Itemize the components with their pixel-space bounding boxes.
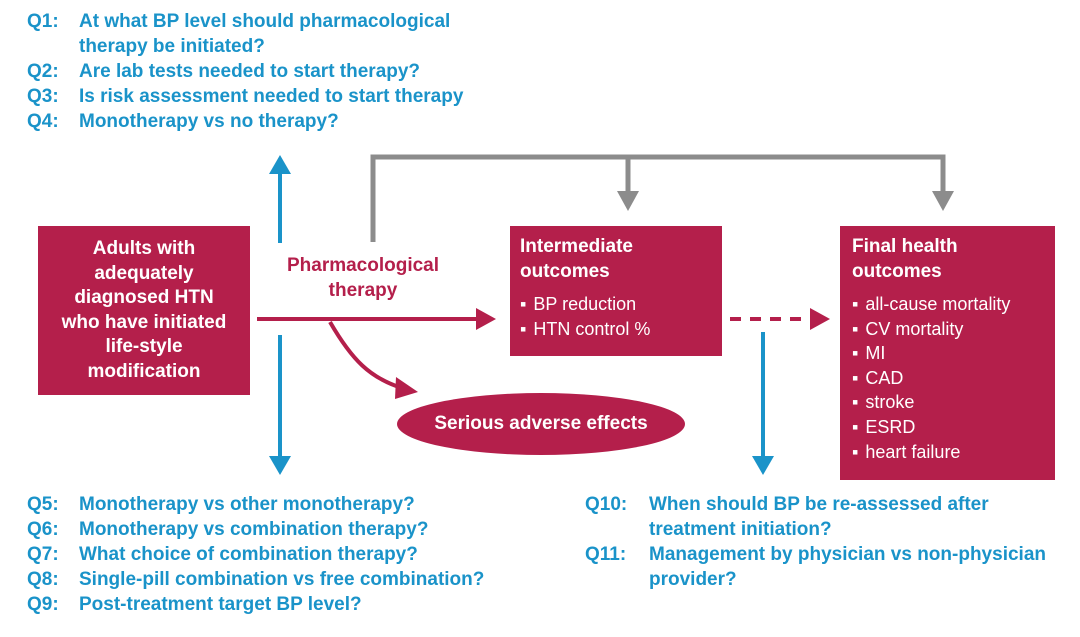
questions-bottom-left: Q5: Monotherapy vs other monotherapy? Q6… — [27, 492, 547, 617]
question-q11: Q11: Management by physician vs non-phys… — [585, 542, 1065, 592]
box-title-line: Intermediate — [520, 236, 633, 257]
question-number: Q5: — [27, 494, 59, 515]
gray-arrowhead-intermediate — [617, 191, 639, 211]
adverse-effects-arrow — [328, 320, 418, 399]
question-number: Q4: — [27, 111, 59, 132]
population-line: diagnosed HTN — [74, 287, 214, 308]
population-line: who have initiated — [61, 311, 227, 333]
list-item: all-cause mortality — [852, 292, 1045, 317]
questions-top: Q1: At what BP level should pharmacologi… — [27, 9, 497, 134]
question-q5: Q5: Monotherapy vs other monotherapy? — [27, 492, 547, 517]
question-text: What choice of combination therapy? — [79, 544, 418, 565]
blue-arrow-up-left — [269, 155, 291, 243]
question-number: Q9: — [27, 594, 59, 615]
adverse-effects-ellipse: Serious adverse effects — [397, 393, 685, 455]
adverse-effects-label: Serious adverse effects — [434, 413, 648, 434]
list-item: stroke — [852, 390, 1045, 415]
question-q3: Q3: Is risk assessment needed to start t… — [27, 84, 497, 109]
population-line: life-style — [105, 336, 183, 357]
question-q6: Q6: Monotherapy vs combination therapy? — [27, 517, 547, 542]
question-text: Post-treatment target BP level? — [79, 594, 362, 615]
question-text: Management by physician vs non-physician… — [649, 544, 1046, 590]
therapy-label-line: therapy — [328, 280, 398, 301]
question-q10: Q10: When should BP be re-assessed after… — [585, 492, 1065, 542]
question-text: Monotherapy vs no therapy? — [79, 111, 339, 132]
gray-feedback-connector — [370, 154, 946, 242]
question-q9: Q9: Post-treatment target BP level? — [27, 592, 547, 617]
question-number: Q1: — [27, 11, 59, 32]
question-number: Q6: — [27, 519, 59, 540]
intermediate-outcomes-box: Intermediate outcomes BP reduction HTN c… — [510, 226, 722, 356]
question-text: At what BP level should pharmacological … — [79, 11, 451, 57]
population-line: adequately — [94, 262, 194, 284]
list-item: CAD — [852, 366, 1045, 391]
list-item: CV mortality — [852, 317, 1045, 342]
question-q8: Q8: Single-pill combination vs free comb… — [27, 567, 547, 592]
list-item: heart failure — [852, 440, 1045, 465]
list-item: MI — [852, 341, 1045, 366]
list-item: ESRD — [852, 415, 1045, 440]
therapy-label: Pharmacological therapy — [278, 253, 448, 303]
outcome-list: all-cause mortality CV mortality MI CAD … — [852, 292, 1045, 464]
list-item: HTN control % — [520, 317, 712, 342]
dashed-outcome-arrow — [730, 308, 830, 330]
question-text: When should BP be re-assessed after trea… — [649, 494, 989, 540]
therapy-arrow — [257, 308, 496, 330]
question-text: Single-pill combination vs free combinat… — [79, 569, 485, 590]
blue-arrow-down-left — [269, 335, 291, 475]
question-number: Q3: — [27, 86, 59, 107]
question-text: Monotherapy vs combination therapy? — [79, 519, 429, 540]
therapy-label-line: Pharmacological — [286, 255, 440, 276]
population-line: modification — [87, 360, 201, 382]
question-number: Q11: — [585, 544, 627, 565]
final-outcomes-box: Final health outcomes all-cause mortalit… — [840, 226, 1055, 480]
box-title-line: Final health — [852, 236, 958, 257]
box-title-line: outcomes — [852, 261, 942, 282]
question-q7: Q7: What choice of combination therapy? — [27, 542, 547, 567]
question-number: Q8: — [27, 569, 59, 590]
question-q1: Q1: At what BP level should pharmacologi… — [27, 9, 497, 59]
question-number: Q7: — [27, 544, 59, 565]
question-text: Are lab tests needed to start therapy? — [79, 61, 421, 82]
outcome-list: BP reduction HTN control % — [520, 292, 712, 341]
question-text: Monotherapy vs other monotherapy? — [79, 494, 415, 515]
question-text: Is risk assessment needed to start thera… — [79, 86, 464, 107]
list-item: BP reduction — [520, 292, 712, 317]
gray-arrowhead-final — [932, 191, 954, 211]
population-line: Adults with — [92, 238, 196, 259]
blue-arrow-down-right — [752, 332, 774, 475]
box-title-line: outcomes — [520, 261, 610, 282]
questions-bottom-right: Q10: When should BP be re-assessed after… — [585, 492, 1065, 592]
question-number: Q10: — [585, 494, 628, 515]
population-box: Adults with adequately diagnosed HTN who… — [38, 226, 250, 395]
question-number: Q2: — [27, 61, 59, 82]
question-q2: Q2: Are lab tests needed to start therap… — [27, 59, 497, 84]
question-q4: Q4: Monotherapy vs no therapy? — [27, 109, 497, 134]
